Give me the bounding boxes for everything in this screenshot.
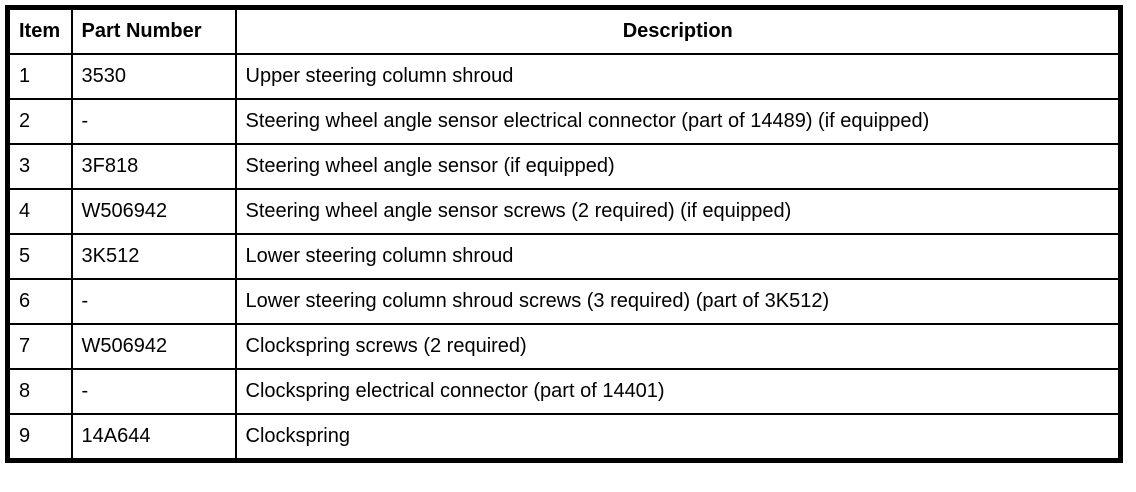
part-number-cell: - — [70, 98, 237, 145]
description-cell: Steering wheel angle sensor screws (2 re… — [234, 188, 1122, 235]
header-row: Item Part Number Description — [6, 6, 1122, 55]
header-description: Description — [234, 6, 1122, 55]
header-item: Item — [6, 6, 73, 55]
description-cell: Clockspring electrical connector (part o… — [234, 368, 1122, 415]
description-cell: Steering wheel angle sensor (if equipped… — [234, 143, 1122, 190]
item-cell: 1 — [6, 53, 73, 100]
description-cell: Clockspring — [234, 413, 1122, 462]
part-number-cell: W506942 — [70, 188, 237, 235]
part-number-cell: 3K512 — [70, 233, 237, 280]
description-cell: Upper steering column shroud — [234, 53, 1122, 100]
part-number-cell: - — [70, 278, 237, 325]
description-cell: Clockspring screws (2 required) — [234, 323, 1122, 370]
part-number-cell: 3530 — [70, 53, 237, 100]
item-cell: 9 — [6, 413, 73, 462]
item-cell: 8 — [6, 368, 73, 415]
part-number-cell: 3F818 — [70, 143, 237, 190]
description-cell: Lower steering column shroud — [234, 233, 1122, 280]
item-cell: 7 — [6, 323, 73, 370]
description-cell: Lower steering column shroud screws (3 r… — [234, 278, 1122, 325]
item-cell: 3 — [6, 143, 73, 190]
header-part-number: Part Number — [70, 6, 237, 55]
item-cell: 6 — [6, 278, 73, 325]
item-cell: 4 — [6, 188, 73, 235]
item-cell: 2 — [6, 98, 73, 145]
description-cell: Steering wheel angle sensor electrical c… — [234, 98, 1122, 145]
table-row: 2-Steering wheel angle sensor electrical… — [6, 98, 1122, 145]
part-number-cell: W506942 — [70, 323, 237, 370]
part-number-cell: 14A644 — [70, 413, 237, 462]
table-row: 6-Lower steering column shroud screws (3… — [6, 278, 1122, 325]
part-number-cell: - — [70, 368, 237, 415]
item-cell: 5 — [6, 233, 73, 280]
parts-table-header: Item Part Number Description — [6, 6, 1122, 55]
table-row: 8-Clockspring electrical connector (part… — [6, 368, 1122, 415]
